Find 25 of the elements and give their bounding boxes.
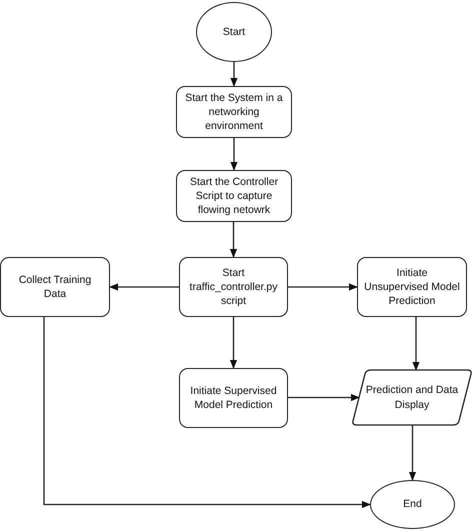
node-label: Prediction and Data Display (364, 383, 460, 412)
arrow (109, 283, 179, 291)
arrow (230, 222, 238, 258)
node-label: Initiate Supervised Model Prediction (189, 384, 278, 412)
node-label: Collect Training Data (18, 272, 92, 302)
node-label: End (403, 497, 422, 512)
node-label: Start the Controller Script to capture flowing netowrk (188, 174, 280, 218)
arrow (288, 283, 358, 291)
process-box (176, 170, 292, 222)
arrow (230, 138, 238, 171)
arrow (412, 317, 420, 371)
process-box (179, 368, 288, 428)
process-box (176, 86, 292, 138)
process-box (0, 257, 110, 317)
node-label: Start (222, 24, 246, 40)
node-label: Start the System in a networking environment (184, 90, 284, 134)
node-label: Initiate Unsupervised Model Prediction (364, 266, 460, 308)
arrow (43, 317, 371, 508)
arrow (408, 425, 416, 481)
node-label: Start traffic_controller.py script (188, 266, 278, 308)
process-box (357, 257, 467, 317)
arrow (230, 317, 238, 369)
arrow (230, 62, 238, 87)
process-box (179, 257, 288, 317)
arrow (288, 394, 360, 402)
